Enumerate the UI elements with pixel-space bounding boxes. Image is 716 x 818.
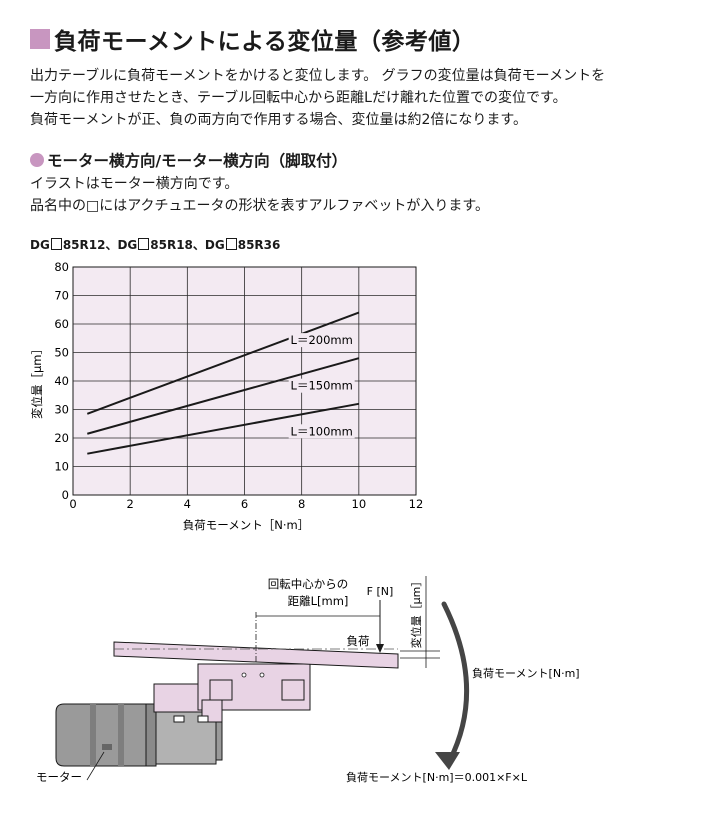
distance-label-line-1: 回転中心からの (268, 577, 349, 591)
section-line-2: 品名中の□にはアクチュエータの形状を表すアルファベットが入ります。 (30, 198, 489, 214)
motor (55, 703, 223, 767)
moment-arrow-head-icon (435, 752, 460, 770)
title-square-marker (30, 29, 50, 49)
load-label: 負荷 (347, 634, 370, 648)
moment-label: 負荷モーメント[N·m] (472, 667, 580, 680)
model-part-3: 85R18、DG (150, 238, 225, 252)
placeholder-box-icon (50, 238, 62, 250)
placeholder-box-icon (225, 238, 237, 250)
force-label: F [N] (367, 585, 394, 598)
force-arrow-head (376, 644, 384, 653)
section-title-text: モーター横方向/モーター横方向（脚取付） (47, 152, 348, 170)
section-title: モーター横方向/モーター横方向（脚取付） (30, 149, 347, 171)
placeholder-box-icon (138, 238, 150, 250)
section-line-1: イラストはモーター横方向です。 (30, 176, 239, 192)
intro-line-3: 負荷モーメントが正、負の両方向で作用する場合、変位量は約2倍になります。 (30, 112, 527, 128)
model-part-1: DG (30, 238, 50, 252)
model-part-2: 85R12、DG (62, 238, 138, 252)
page-title: 負荷モーメントによる変位量（参考値） (30, 22, 475, 56)
intro-line-1: 出力テーブルに負荷モーメントをかけると変位します。 グラフの変位量は負荷モーメン… (30, 68, 606, 84)
page-title-text: 負荷モーメントによる変位量（参考値） (54, 29, 476, 55)
moment-formula: 負荷モーメント[N·m]＝0.001×F×L (346, 771, 528, 784)
actuator-base (153, 663, 311, 723)
motor-label: モーター (36, 770, 82, 784)
model-part-4: 85R36 (237, 238, 281, 252)
distance-label-line-2: 距離L[mm] (288, 594, 349, 608)
intro-text: 出力テーブルに負荷モーメントをかけると変位します。 グラフの変位量は負荷モーメン… (30, 65, 710, 131)
displacement-label: 変位量［μm］ (409, 576, 423, 649)
moment-arrow-icon (441, 601, 470, 763)
section-dot-marker (30, 153, 44, 167)
model-numbers: DG 85R12、DG 85R18、DG 85R36 (30, 236, 280, 253)
output-table (113, 641, 399, 669)
section-text: イラストはモーター横方向です。 品名中の□にはアクチュエータの形状を表すアルファ… (30, 173, 710, 217)
intro-line-2: 一方向に作用させたとき、テーブル回転中心から距離Lだけ離れた位置での変位です。 (30, 90, 567, 106)
motor-leader-line (86, 751, 105, 781)
